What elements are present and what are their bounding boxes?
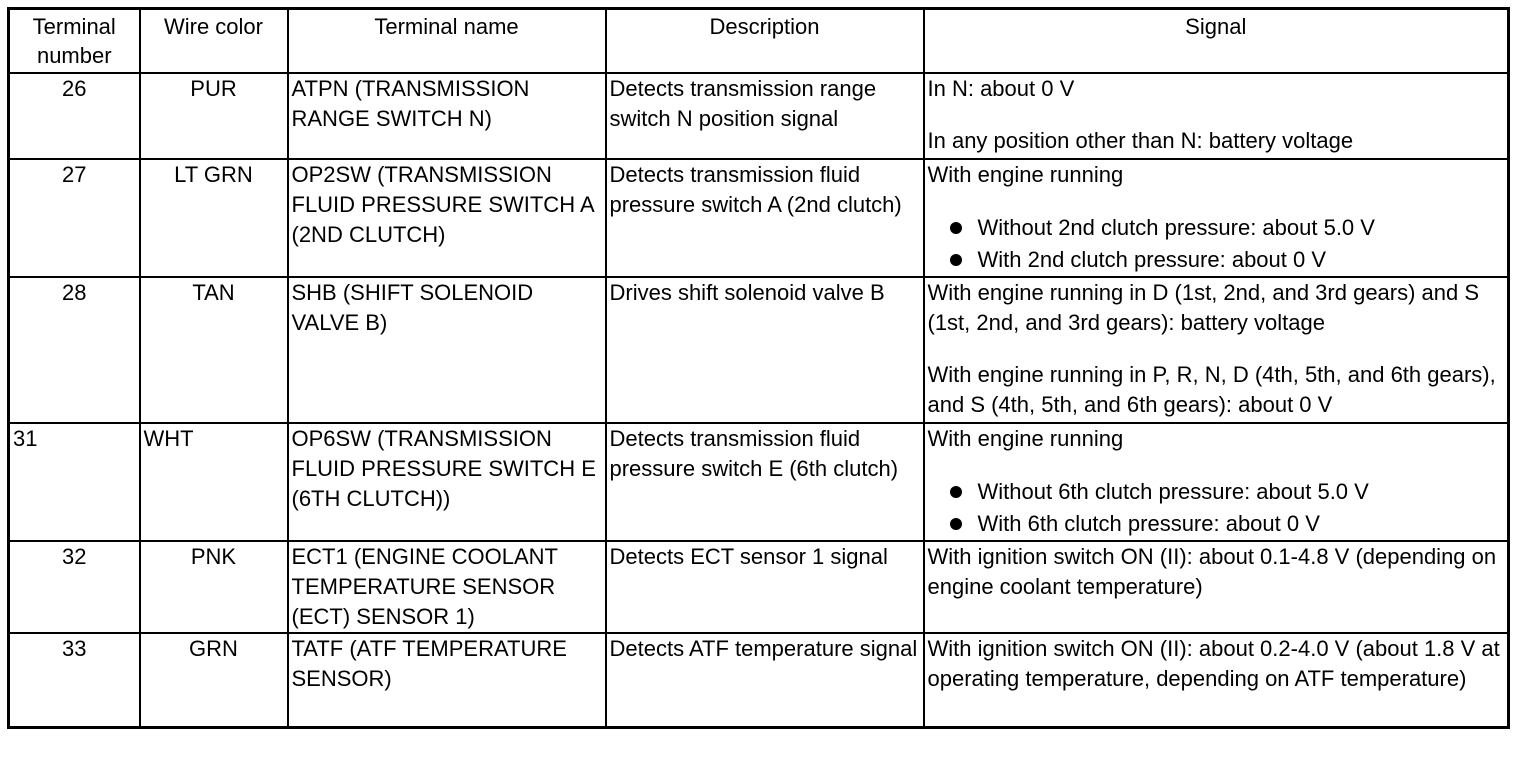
signal-bullet-list: Without 6th clutch pressure: about 5.0 V…	[928, 476, 1505, 540]
signal-bullet: Without 2nd clutch pressure: about 5.0 V	[928, 212, 1505, 244]
signal-bullet: With 2nd clutch pressure: about 0 V	[928, 244, 1505, 276]
signal-bullet: With 6th clutch pressure: about 0 V	[928, 508, 1505, 540]
table-row: 33 GRN TATF (ATF TEMPERATURE SENSOR) Det…	[7, 632, 1510, 729]
terminal-number-cell: 28	[7, 276, 141, 424]
terminal-number-cell: 32	[7, 540, 141, 634]
table-row: 27 LT GRN OP2SW (TRANSMISSION FLUID PRES…	[7, 158, 1510, 278]
signal-intro: With engine running	[927, 426, 1124, 451]
signal-text: With engine running in P, R, N, D (4th, …	[927, 362, 1496, 417]
header-description: Description	[604, 7, 925, 74]
signal-cell: With ignition switch ON (II): about 0.1-…	[922, 540, 1510, 634]
description-cell: Detects transmission fluid pressure swit…	[604, 158, 925, 278]
signal-bullet-text: With 2nd clutch pressure: about 0 V	[977, 247, 1327, 272]
bullet-dot-icon	[949, 518, 962, 530]
bullet-dot-icon	[949, 222, 962, 234]
signal-cell: With engine running Without 6th clutch p…	[922, 422, 1510, 542]
table-row: 32 PNK ECT1 (ENGINE COOLANT TEMPERATURE …	[7, 540, 1510, 634]
description-cell: Detects transmission range switch N posi…	[604, 72, 925, 160]
signal-cell: In N: about 0 V In any position other th…	[922, 72, 1510, 160]
terminal-name-cell: OP2SW (TRANSMISSION FLUID PRESSURE SWITC…	[286, 158, 607, 278]
signal-bullet-text: Without 2nd clutch pressure: about 5.0 V	[977, 215, 1375, 240]
header-row: Terminal number Wire color Terminal name…	[7, 7, 1510, 74]
terminal-name-cell: TATF (ATF TEMPERATURE SENSOR)	[286, 632, 607, 729]
signal-cell: With engine running in D (1st, 2nd, and …	[922, 276, 1510, 424]
table-row: 28 TAN SHB (SHIFT SOLENOID VALVE B) Driv…	[7, 276, 1510, 424]
description-cell: Drives shift solenoid valve B	[604, 276, 925, 424]
header-terminal-name: Terminal name	[286, 7, 607, 74]
wire-color-cell: PNK	[138, 540, 289, 634]
wire-color-cell: LT GRN	[138, 158, 289, 278]
signal-text: In any position other than N: battery vo…	[927, 128, 1354, 153]
terminal-number-cell: 26	[7, 72, 141, 160]
wire-color-cell: GRN	[138, 632, 289, 729]
bullet-dot-icon	[949, 486, 962, 498]
signal-text: With engine running in D (1st, 2nd, and …	[927, 280, 1480, 335]
signal-bullet-text: With 6th clutch pressure: about 0 V	[977, 511, 1320, 536]
description-cell: Detects ECT sensor 1 signal	[604, 540, 925, 634]
signal-bullet-list: Without 2nd clutch pressure: about 5.0 V…	[928, 212, 1505, 276]
signal-bullet-text: Without 6th clutch pressure: about 5.0 V	[977, 479, 1369, 504]
signal-text: With ignition switch ON (II): about 0.1-…	[927, 544, 1497, 599]
description-cell: Detects ATF temperature signal	[604, 632, 925, 729]
signal-bullet: Without 6th clutch pressure: about 5.0 V	[928, 476, 1505, 508]
description-cell: Detects transmission fluid pressure swit…	[604, 422, 925, 542]
wire-color-cell: WHT	[138, 422, 289, 542]
signal-text: With ignition switch ON (II): about 0.2-…	[927, 636, 1500, 691]
terminal-name-cell: ECT1 (ENGINE COOLANT TEMPERATURE SENSOR …	[286, 540, 607, 634]
terminal-name-cell: OP6SW (TRANSMISSION FLUID PRESSURE SWITC…	[286, 422, 607, 542]
signal-text: In N: about 0 V	[927, 76, 1075, 101]
wire-color-cell: TAN	[138, 276, 289, 424]
bullet-dot-icon	[949, 254, 962, 266]
signal-cell: With engine running Without 2nd clutch p…	[922, 158, 1510, 278]
signal-intro: With engine running	[927, 162, 1124, 187]
signal-cell: With ignition switch ON (II): about 0.2-…	[922, 632, 1510, 729]
wire-color-cell: PUR	[138, 72, 289, 160]
terminal-number-cell: 27	[7, 158, 141, 278]
header-terminal-number: Terminal number	[7, 7, 141, 74]
header-wire-color: Wire color	[138, 7, 289, 74]
header-signal: Signal	[922, 7, 1510, 74]
table-row: 31 WHT OP6SW (TRANSMISSION FLUID PRESSUR…	[7, 422, 1510, 542]
terminal-table: Terminal number Wire color Terminal name…	[7, 7, 1510, 729]
terminal-number-cell: 33	[7, 632, 141, 729]
table-row: 26 PUR ATPN (TRANSMISSION RANGE SWITCH N…	[7, 72, 1510, 160]
terminal-number-cell: 31	[7, 422, 141, 542]
terminal-name-cell: SHB (SHIFT SOLENOID VALVE B)	[286, 276, 607, 424]
terminal-name-cell: ATPN (TRANSMISSION RANGE SWITCH N)	[286, 72, 607, 160]
terminal-table-container: Terminal number Wire color Terminal name…	[7, 7, 1510, 729]
